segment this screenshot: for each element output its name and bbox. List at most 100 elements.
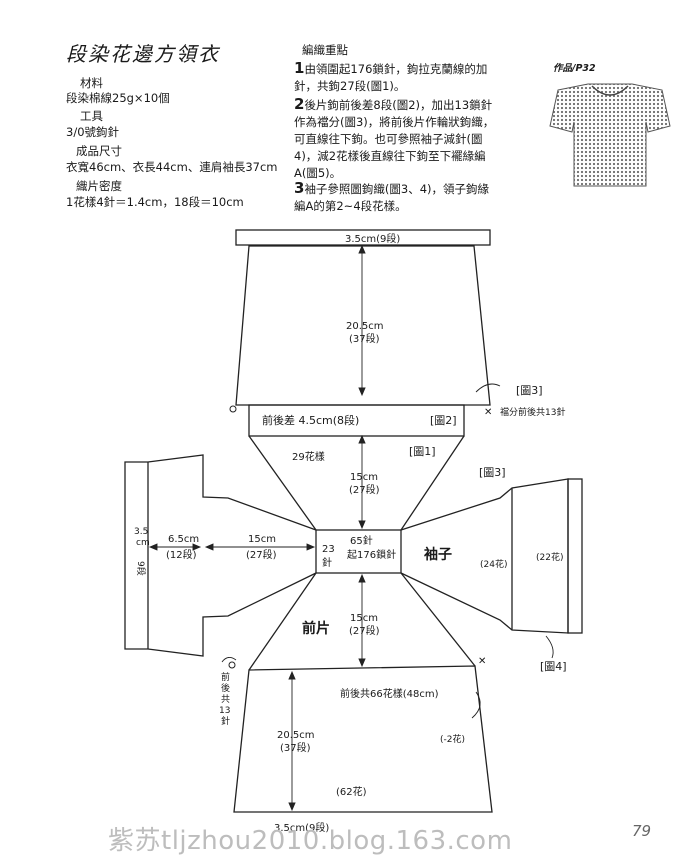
pattern-62-label: (62花) xyxy=(336,785,367,798)
arrowhead xyxy=(306,543,316,551)
tools-value: 3/0號鉤針 xyxy=(66,125,120,139)
fig2-label: [圖2] xyxy=(430,414,457,427)
back-length-cm: 20.5cm xyxy=(346,321,384,332)
gauge-heading: 織片密度 xyxy=(76,179,122,193)
left-cuff-rows: (12段) xyxy=(166,548,197,561)
front-yoke-rows: (27段) xyxy=(349,624,380,637)
pattern-29-label: 29花樣 xyxy=(292,450,325,463)
size-value: 衣寬46cm、衣長44cm、連肩袖長37cm xyxy=(66,160,278,174)
neck-opening xyxy=(315,529,402,574)
raglan-line xyxy=(248,572,317,671)
back-hem-band xyxy=(235,229,491,246)
instruction-step-3: 3袖子參照圖鉤織(圖3、4)，領子鉤緣 編A的第2~4段花樣。 xyxy=(294,180,534,215)
step-line: 由領圍起176鎖針，鉤拉克蘭線的加 xyxy=(304,62,488,76)
arrowhead xyxy=(148,543,158,551)
marker-circle xyxy=(229,405,237,413)
front-body xyxy=(233,665,493,813)
arrowhead xyxy=(358,387,366,397)
raglan-line xyxy=(400,435,465,531)
right-cuff-band xyxy=(567,478,583,634)
sleeve-22-label: (22花) xyxy=(536,551,563,563)
left-edge-unit: cm xyxy=(136,538,150,548)
arrowhead xyxy=(358,244,366,254)
step-line: 後片鉤前後差8段(圖2)，加出13鎖針 xyxy=(304,98,493,112)
gusset-note: 襠分前後共13針 xyxy=(500,406,565,418)
left-edge-cm: 3.5 xyxy=(134,527,148,537)
sleeve-label: 袖子 xyxy=(424,546,452,563)
fig4-label: [圖4] xyxy=(540,660,567,673)
front-length-rows: (37段) xyxy=(280,741,311,754)
step-number: 3 xyxy=(294,179,305,197)
raglan-line xyxy=(248,435,317,531)
instruction-step-2: 2後片鉤前後差8段(圖2)，加出13鎖針 作為襠分(圖3)，將前後片作輪狀鉤織，… xyxy=(294,96,534,182)
step-line: 可直線往下鉤。也可參照袖子減針(圖 xyxy=(294,132,483,146)
page-number: 79 xyxy=(632,822,652,840)
gauge-value: 1花樣4針＝1.4cm，18段＝10cm xyxy=(66,195,244,209)
back-hem-label: 3.5cm(9段) xyxy=(345,232,400,245)
tools-heading: 工具 xyxy=(80,109,103,123)
materials-value: 段染棉線25g×10個 xyxy=(66,91,170,105)
materials-heading: 材料 xyxy=(80,76,103,90)
back-difference-label: 前後差 4.5cm(8段) xyxy=(262,413,359,427)
leader-line xyxy=(471,691,481,719)
size-heading: 成品尺寸 xyxy=(76,144,122,158)
left-sleeve-rows: (27段) xyxy=(246,548,277,561)
front-side-char: 13 xyxy=(219,706,230,716)
back-body xyxy=(235,245,491,406)
front-side-char: 前 xyxy=(221,671,230,683)
yoke-rows: (27段) xyxy=(349,483,380,496)
step-line: 袖子參照圖鉤織(圖3、4)，領子鉤緣 xyxy=(304,182,490,196)
arrowhead xyxy=(204,543,214,551)
left-sleeve xyxy=(124,454,317,657)
step-number: 1 xyxy=(294,59,305,77)
fig3-right-label: [圖3] xyxy=(479,466,506,479)
back-difference-band xyxy=(248,404,465,437)
step-line: A(圖5)。 xyxy=(294,166,342,180)
instructions-heading: 編織重點 xyxy=(302,43,348,57)
front-side-char: 後 xyxy=(221,682,230,694)
left-edge-rows: 9段 xyxy=(135,561,147,576)
step-line: 作為襠分(圖3)，將前後片作輪狀鉤織， xyxy=(294,115,495,129)
left-sleeve-cm: 15cm xyxy=(248,534,276,545)
arrowhead xyxy=(288,670,296,680)
arrowhead xyxy=(358,573,366,583)
front-length-cm: 20.5cm xyxy=(277,730,315,741)
arrowhead xyxy=(358,520,366,530)
leader-line xyxy=(221,657,237,663)
neck-23-label: 23 xyxy=(322,544,335,555)
step-number: 2 xyxy=(294,95,305,113)
instruction-step-1: 1由領圍起176鎖針，鉤拉克蘭線的加 針，共鉤27段(圖1)。 xyxy=(294,60,534,95)
left-cuff-cm: 6.5cm xyxy=(168,534,199,545)
raglan-line xyxy=(400,572,476,667)
front-side-char: 共 xyxy=(221,694,230,705)
back-length-rows: (37段) xyxy=(349,332,380,345)
front-yoke-cm: 15cm xyxy=(350,613,378,624)
sweater-photo xyxy=(549,83,671,187)
minus-2-label: (-2花) xyxy=(440,733,465,745)
leader-line xyxy=(475,383,501,393)
body-patterns-label: 前後共66花樣(48cm) xyxy=(340,687,439,700)
fig3-top-label: [圖3] xyxy=(516,384,543,397)
front-hem-label: 3.5cm(9段) xyxy=(274,821,329,834)
arrowhead xyxy=(192,543,202,551)
neck-chain-label: 起176鎖針 xyxy=(347,548,396,561)
leader-line xyxy=(545,635,554,659)
fig1-label: [圖1] xyxy=(409,445,436,458)
step-line: 4)，減2花樣後直線往下鉤至下襬緣編 xyxy=(294,149,486,163)
marker-cross: ✕ xyxy=(484,407,492,418)
pattern-title: 段染花邊方領衣 xyxy=(66,42,220,66)
marker-circle xyxy=(228,661,236,669)
marker-cross: ✕ xyxy=(478,656,486,667)
neck-stitch-label: 針 xyxy=(322,556,332,569)
neck-65-label: 65針 xyxy=(350,534,373,547)
arrowhead xyxy=(358,434,366,444)
step-line: 編A的第2~4段花樣。 xyxy=(294,199,407,213)
front-label: 前片 xyxy=(302,620,330,637)
front-side-note: 前 後 共 13 針 xyxy=(219,671,230,727)
yoke-cm: 15cm xyxy=(350,472,378,483)
work-tag: 作品/P32 xyxy=(553,63,596,74)
step-line: 針，共鉤27段(圖1)。 xyxy=(294,79,406,93)
arrowhead xyxy=(288,802,296,812)
sleeve-24-label: (24花) xyxy=(480,558,507,570)
